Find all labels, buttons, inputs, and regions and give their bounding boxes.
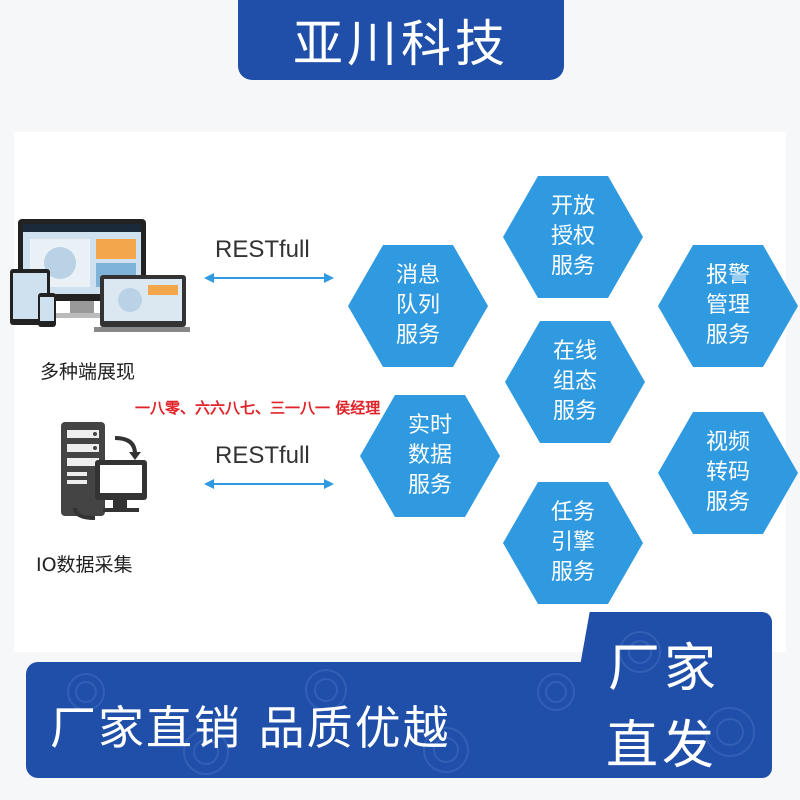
wave-pattern bbox=[67, 669, 575, 775]
diagram-panel bbox=[14, 132, 786, 652]
footer-badge bbox=[560, 612, 772, 778]
device-caption: 多种端展现 bbox=[40, 361, 136, 383]
company-title: 亚川科技 bbox=[293, 15, 509, 73]
hex-message-queue-service: 消息 队列 服务 bbox=[348, 245, 488, 367]
footer-badge-line1: 厂家 bbox=[608, 639, 721, 699]
footer-badge-line2: 直发 bbox=[606, 716, 719, 776]
hex-realtime-data-service: 实时 数据 服务 bbox=[360, 395, 500, 517]
title-banner: 亚川科技 bbox=[238, 0, 564, 80]
server-computer-icon bbox=[61, 422, 147, 520]
wave-pattern-badge bbox=[619, 631, 755, 757]
contact-watermark: 一八零、六六八七、三一八一 侯经理 bbox=[135, 399, 381, 417]
restfull-label-top: RESTfull bbox=[215, 236, 310, 263]
footer-band bbox=[26, 662, 600, 778]
restfull-label-bottom: RESTfull bbox=[215, 442, 310, 469]
server-caption: IO数据采集 bbox=[36, 554, 133, 576]
bidirectional-arrow-bottom bbox=[204, 479, 334, 489]
bidirectional-arrow-top bbox=[204, 273, 334, 283]
multi-device-icon bbox=[10, 219, 190, 332]
footer-slogan: 厂家直销 品质优越 bbox=[50, 701, 451, 755]
